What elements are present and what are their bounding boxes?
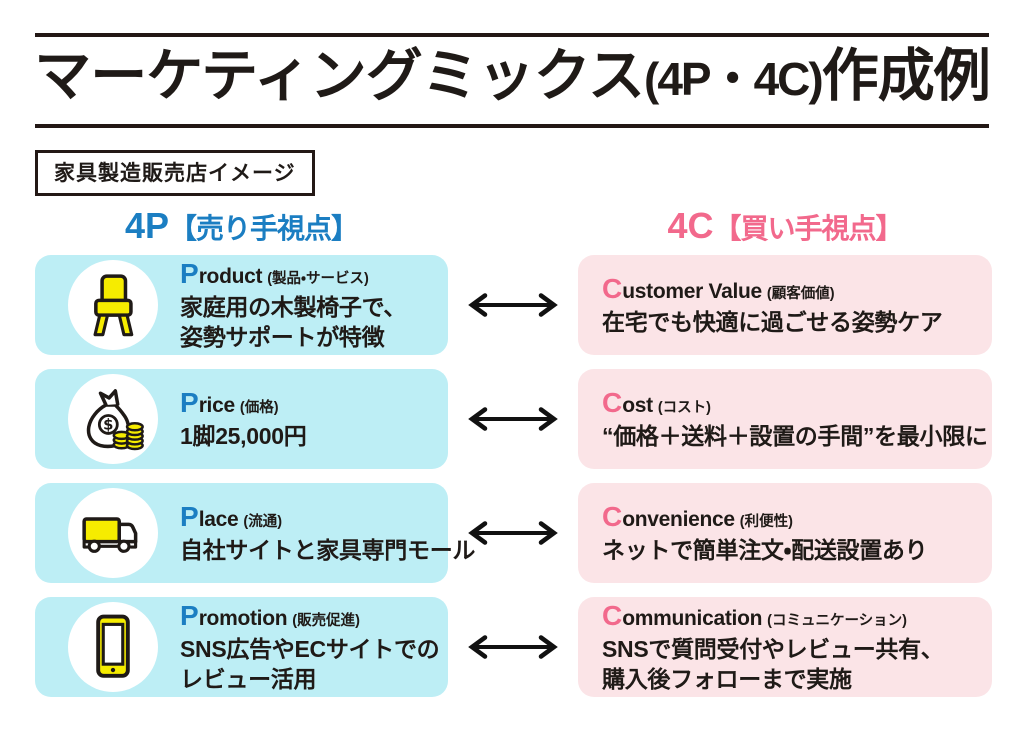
title-divider-bottom: [35, 124, 989, 128]
arrow-zone: [448, 483, 578, 583]
term-rest: roduct: [198, 264, 263, 288]
page-title-paren: (4P・4C): [644, 53, 824, 105]
icon-circle: $: [68, 374, 158, 464]
double-arrow-icon: [468, 635, 558, 659]
money-bag-icon: $: [86, 389, 144, 451]
term-rest: rice: [198, 393, 235, 417]
term-initial: C: [602, 500, 623, 532]
double-arrow-icon: [468, 521, 558, 545]
4c-card: Cost(コスト) “価格＋送料＋設置の手間”を最小限に: [578, 369, 992, 469]
icon-circle: [68, 602, 158, 692]
card-body-line: 姿勢サポートが特徴: [180, 323, 385, 350]
4p-card-text: Price(価格) 1脚25,000円: [180, 387, 307, 452]
column-code-4p: 4P: [124, 205, 170, 246]
term-note: (利便性): [739, 513, 793, 530]
card-body-line: “価格＋送料＋設置の手間”を最小限に: [602, 422, 988, 449]
card-term: Convenience(利便性): [602, 501, 927, 533]
svg-text:$: $: [103, 417, 113, 434]
4p-card: $ Price(価格) 1脚25,000円: [35, 369, 448, 469]
card-term: Place(流通): [180, 501, 475, 533]
term-initial: C: [602, 272, 623, 304]
4p-card-text: Place(流通) 自社サイトと家具専門モール: [180, 501, 475, 566]
4c-card: Convenience(利便性) ネットで簡単注文・配送設置あり: [578, 483, 992, 583]
icon-circle: [68, 260, 158, 350]
card-body-line: 在宅でも快適に過ごせる姿勢ケア: [602, 308, 943, 335]
4c-card-text: Customer Value(顧客価値) 在宅でも快適に過ごせる姿勢ケア: [602, 273, 943, 338]
term-rest: lace: [198, 507, 239, 531]
term-initial: P: [180, 257, 199, 289]
double-arrow-icon: [468, 293, 558, 317]
column-header-4c: 4C【買い手視点】: [578, 204, 992, 248]
truck-icon: [82, 517, 138, 553]
term-rest: ost: [622, 393, 653, 417]
card-term: Cost(コスト): [602, 387, 988, 419]
card-term: Price(価格): [180, 387, 306, 419]
card-body-line: 家庭用の木製椅子で、: [180, 294, 407, 321]
column-scope-buyer: 【買い手視点】: [713, 213, 904, 244]
card-term: Product(製品・サービス): [180, 258, 406, 290]
4c-card-text: Convenience(利便性) ネットで簡単注文・配送設置あり: [602, 501, 928, 566]
card-body-line: 1脚25,000円: [180, 422, 307, 449]
chair-icon: [93, 274, 134, 337]
card-body-line: SNSで質問受付やレビュー共有、: [602, 636, 944, 663]
term-note: (顧客価値): [766, 285, 835, 302]
comparison-row: Product(製品・サービス) 家庭用の木製椅子で、 姿勢サポートが特徴 Cu…: [35, 255, 992, 355]
card-body-line: ネットで簡単注文・配送設置あり: [602, 536, 928, 563]
comparison-row: Promotion(販売促進) SNS広告やECサイトでの レビュー活用 Com…: [35, 597, 992, 697]
card-body-line: 購入後フォローまで実施: [602, 665, 852, 692]
4p-card: Place(流通) 自社サイトと家具専門モール: [35, 483, 475, 583]
card-body-line: 自社サイトと家具専門モール: [180, 536, 476, 563]
card-body-line: レビュー活用: [180, 665, 317, 692]
column-code-4c: 4C: [667, 205, 714, 246]
4c-card-text: Cost(コスト) “価格＋送料＋設置の手間”を最小限に: [602, 387, 988, 452]
title-divider-top: [35, 33, 989, 37]
subtitle-box: 家具製造販売店イメージ: [35, 150, 315, 196]
page-title-main1: マーケティングミックス: [34, 44, 645, 108]
4c-card: Customer Value(顧客価値) 在宅でも快適に過ごせる姿勢ケア: [578, 255, 992, 355]
4c-card: Communication(コミュニケーション) SNSで質問受付やレビュー共有…: [578, 597, 992, 697]
card-term: Customer Value(顧客価値): [602, 273, 943, 305]
term-note: (販売促進): [292, 612, 360, 629]
arrow-zone: [448, 255, 578, 355]
term-note: (製品・サービス): [267, 270, 369, 287]
4p-card: Promotion(販売促進) SNS広告やECサイトでの レビュー活用: [35, 597, 448, 697]
arrow-zone: [448, 369, 578, 469]
page-title: マーケティングミックス(4P・4C)作成例: [20, 42, 1004, 110]
4p-card: Product(製品・サービス) 家庭用の木製椅子で、 姿勢サポートが特徴: [35, 255, 448, 355]
smartphone-icon: [96, 614, 130, 678]
term-initial: C: [602, 386, 623, 418]
term-initial: C: [602, 599, 623, 631]
column-scope-seller: 【売り手視点】: [169, 213, 359, 244]
term-rest: ommunication: [622, 606, 763, 630]
arrow-zone: [448, 597, 578, 697]
comparison-row: $ Price(価格) 1脚25,000円: [35, 369, 992, 469]
page-title-main2: 作成例: [821, 44, 991, 108]
term-note: (流通): [243, 513, 283, 530]
comparison-board: Product(製品・サービス) 家庭用の木製椅子で、 姿勢サポートが特徴 Cu…: [35, 255, 992, 711]
term-note: (コスト): [657, 399, 712, 416]
term-rest: romotion: [198, 606, 288, 630]
4p-card-text: Product(製品・サービス) 家庭用の木製椅子で、 姿勢サポートが特徴: [180, 258, 406, 352]
term-rest: ustomer Value: [622, 279, 762, 303]
term-note: (価格): [239, 399, 279, 416]
card-body-line: SNS広告やECサイトでの: [180, 636, 440, 663]
4c-card-text: Communication(コミュニケーション) SNSで質問受付やレビュー共有…: [602, 600, 944, 694]
card-term: Communication(コミュニケーション): [602, 600, 944, 632]
icon-circle: [68, 488, 158, 578]
card-term: Promotion(販売促進): [180, 600, 439, 632]
term-note: (コミュニケーション): [767, 612, 908, 629]
4p-card-text: Promotion(販売促進) SNS広告やECサイトでの レビュー活用: [180, 600, 440, 694]
comparison-row: Place(流通) 自社サイトと家具専門モール Convenience(利便性)…: [35, 483, 992, 583]
term-initial: P: [180, 599, 199, 631]
term-initial: P: [180, 386, 199, 418]
term-rest: onvenience: [622, 507, 735, 531]
double-arrow-icon: [468, 407, 558, 431]
term-initial: P: [180, 500, 199, 532]
column-header-4p: 4P【売り手視点】: [35, 204, 448, 248]
